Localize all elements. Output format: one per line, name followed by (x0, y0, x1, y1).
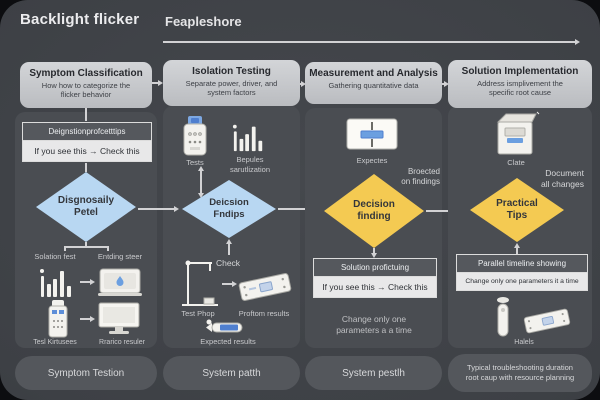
column-subtitle: Address ismplivement the specific root c… (477, 79, 563, 98)
symptom-callout: Deignstionprofcetttips If you see this →… (22, 122, 152, 162)
check-label: Check (215, 258, 241, 268)
branch-stem (85, 242, 87, 246)
diamond-label: Practical Tips (496, 197, 538, 222)
branch-stub-left (64, 246, 66, 251)
up-arrow (516, 248, 518, 254)
arrow-col1-col2 (152, 82, 158, 84)
icon-label: Proftom results (238, 309, 290, 318)
double-arrow (200, 171, 202, 193)
page-subtitle: Feapleshore (165, 14, 242, 29)
column-subtitle: How how to categorize the flicker behavi… (41, 81, 131, 100)
column-title: Solution Implementation (461, 66, 579, 77)
column-title: Measurement and Analysis (309, 68, 438, 79)
icon-label: Rrarico resuler (99, 339, 145, 346)
column-header-card: Solution Implementation Address ismplive… (448, 60, 592, 108)
bar-chart-icon (40, 269, 71, 297)
callout-header: Solution profictuing (314, 259, 436, 277)
annotation: Document all changes (540, 168, 584, 189)
stand-icon (182, 260, 218, 306)
arrow-diamond2-diamond3 (278, 208, 318, 210)
arrow-icon (222, 283, 232, 285)
column-footer-pill: System patth (163, 356, 300, 390)
icon-label: Clate (507, 158, 525, 167)
column-footer-pill: System pestlh (305, 356, 442, 390)
column-footer-pill: Typical troubleshooting duration root ca… (448, 354, 592, 392)
footnote: Change only one parameters a a time (336, 314, 412, 336)
down-arrow (373, 248, 375, 253)
meter-icon (183, 116, 207, 156)
circuit-board-icon (523, 308, 571, 334)
callout-header: Deignstionprofcetttips (23, 123, 151, 141)
column-header-card: Measurement and Analysis Gathering quant… (305, 62, 442, 104)
column-subtitle: Gathering quantitative data (328, 81, 419, 90)
branch-bar (64, 246, 108, 248)
timeline-arrow (163, 41, 575, 43)
column-title: Symptom Classification (29, 68, 143, 79)
carton-icon (496, 111, 540, 155)
annotation: Broected on findings (401, 167, 440, 186)
column-footer-pill: Symptom Testion (15, 356, 157, 390)
bottle-icon (48, 300, 68, 338)
column-header-card: Symptom Classification How how to catego… (20, 62, 152, 108)
solution-callout: Parallel timeline showing Change only on… (456, 254, 588, 291)
icon-label: Tesl Kirtusees (33, 339, 77, 346)
icon-label: Tests (186, 158, 204, 167)
vial-icon (497, 297, 509, 337)
pen-icon (206, 319, 243, 333)
connector (85, 163, 87, 172)
screen-icon (346, 118, 398, 150)
page-title: Backlight flicker (20, 11, 140, 28)
connector (85, 108, 87, 121)
bar-chart-icon (232, 124, 263, 152)
arrow-icon (80, 318, 90, 320)
arrow-diamond3-diamond4 (426, 210, 462, 212)
branch-label-right: Entding steer (97, 252, 143, 261)
branch-stub-right (107, 246, 109, 251)
column-subtitle: Separate power, driver, and system facto… (185, 79, 278, 98)
circuit-board-icon (238, 273, 292, 301)
icon-label: Expectes (356, 156, 388, 165)
branch-label-left: Solation fest (34, 252, 76, 261)
icon-label: Halels (514, 339, 534, 346)
callout-header: Parallel timeline showing (457, 255, 587, 273)
icon-label: Bepules sarutlization (229, 155, 271, 174)
diamond-label: Decision finding (353, 198, 395, 223)
callout-row: If you see this → Check this (314, 277, 436, 297)
arrow-icon (80, 281, 90, 283)
callout-row: If you see this → Check this (23, 141, 151, 161)
measurement-callout: Solution profictuing If you see this → C… (313, 258, 437, 298)
column-header-card: Isolation Testing Separate power, driver… (163, 60, 300, 106)
diamond-label: Deicsion Fndips (209, 197, 249, 220)
diamond-label: Disgnosaily Petel (57, 194, 115, 219)
laptop-icon (98, 268, 142, 296)
icon-label: Expected results (200, 337, 256, 346)
arrow-diamond1-diamond2 (138, 208, 174, 210)
icon-label: Test Phop (181, 309, 215, 318)
callout-row: Change only one parameters it a time (457, 273, 587, 290)
column-title: Isolation Testing (192, 66, 271, 77)
check-up-arrow (228, 244, 230, 255)
monitor-icon (98, 302, 140, 334)
